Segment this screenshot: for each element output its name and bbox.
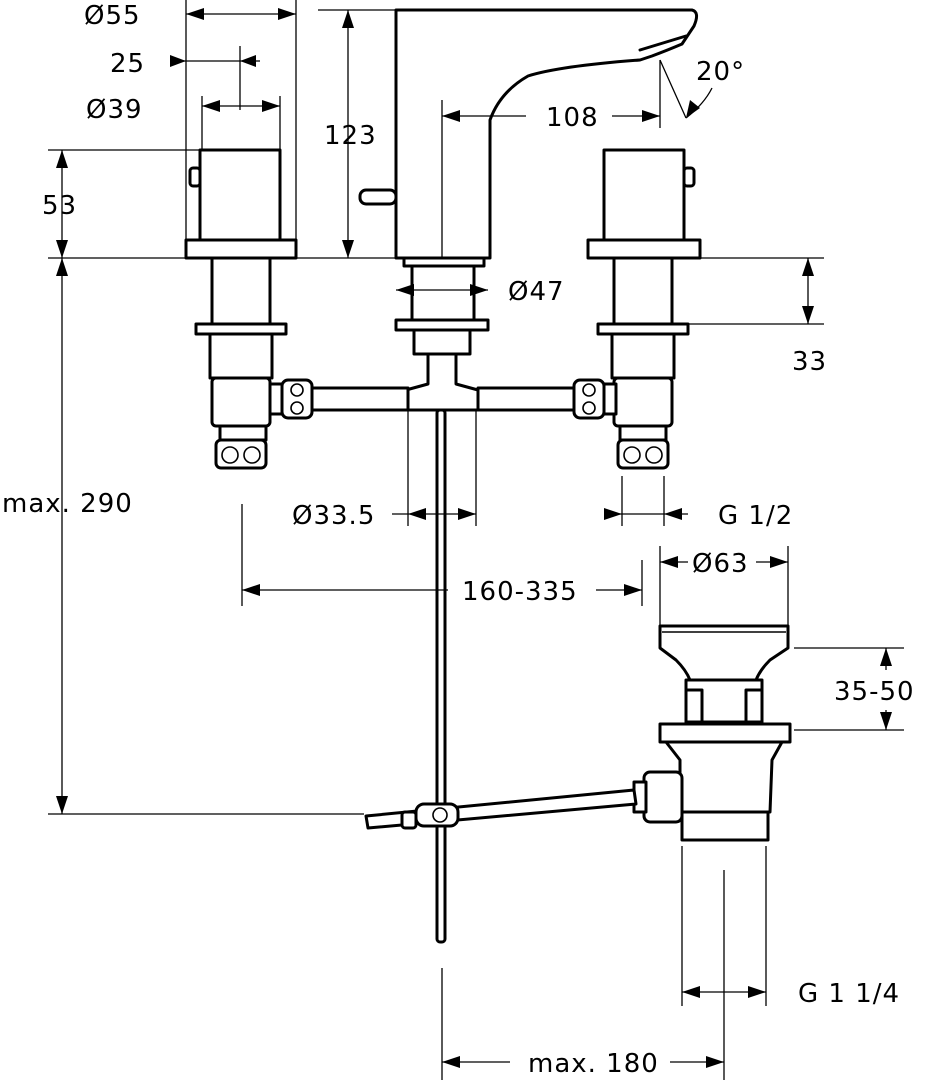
label-d3550: 35-50 — [834, 677, 915, 707]
pull-rod — [435, 408, 447, 944]
label-max180: max. 180 — [528, 1049, 659, 1079]
label-d108: 108 — [546, 103, 599, 133]
connecting-pipe — [280, 378, 606, 420]
label-d25: 25 — [110, 49, 145, 79]
label-range: 160-335 — [462, 577, 578, 607]
popup-waste — [364, 624, 792, 842]
label-d33: 33 — [792, 347, 827, 377]
label-g114: G 1 1/4 — [798, 979, 900, 1009]
arrowheads — [56, 8, 892, 1068]
left-valve — [184, 148, 298, 470]
label-d53: 53 — [42, 191, 77, 221]
label-max290: max. 290 — [2, 489, 133, 519]
label-d55: Ø55 — [84, 1, 141, 31]
label-d123: 123 — [324, 121, 377, 151]
right-valve — [586, 148, 702, 470]
label-g12: G 1/2 — [718, 501, 793, 531]
label-d33-5: Ø33.5 — [292, 501, 375, 531]
label-d39: Ø39 — [86, 95, 143, 125]
label-d47: Ø47 — [508, 277, 565, 307]
faucet-spout — [358, 8, 699, 412]
label-d63: Ø63 — [692, 549, 749, 579]
label-angle: 20° — [696, 57, 745, 87]
